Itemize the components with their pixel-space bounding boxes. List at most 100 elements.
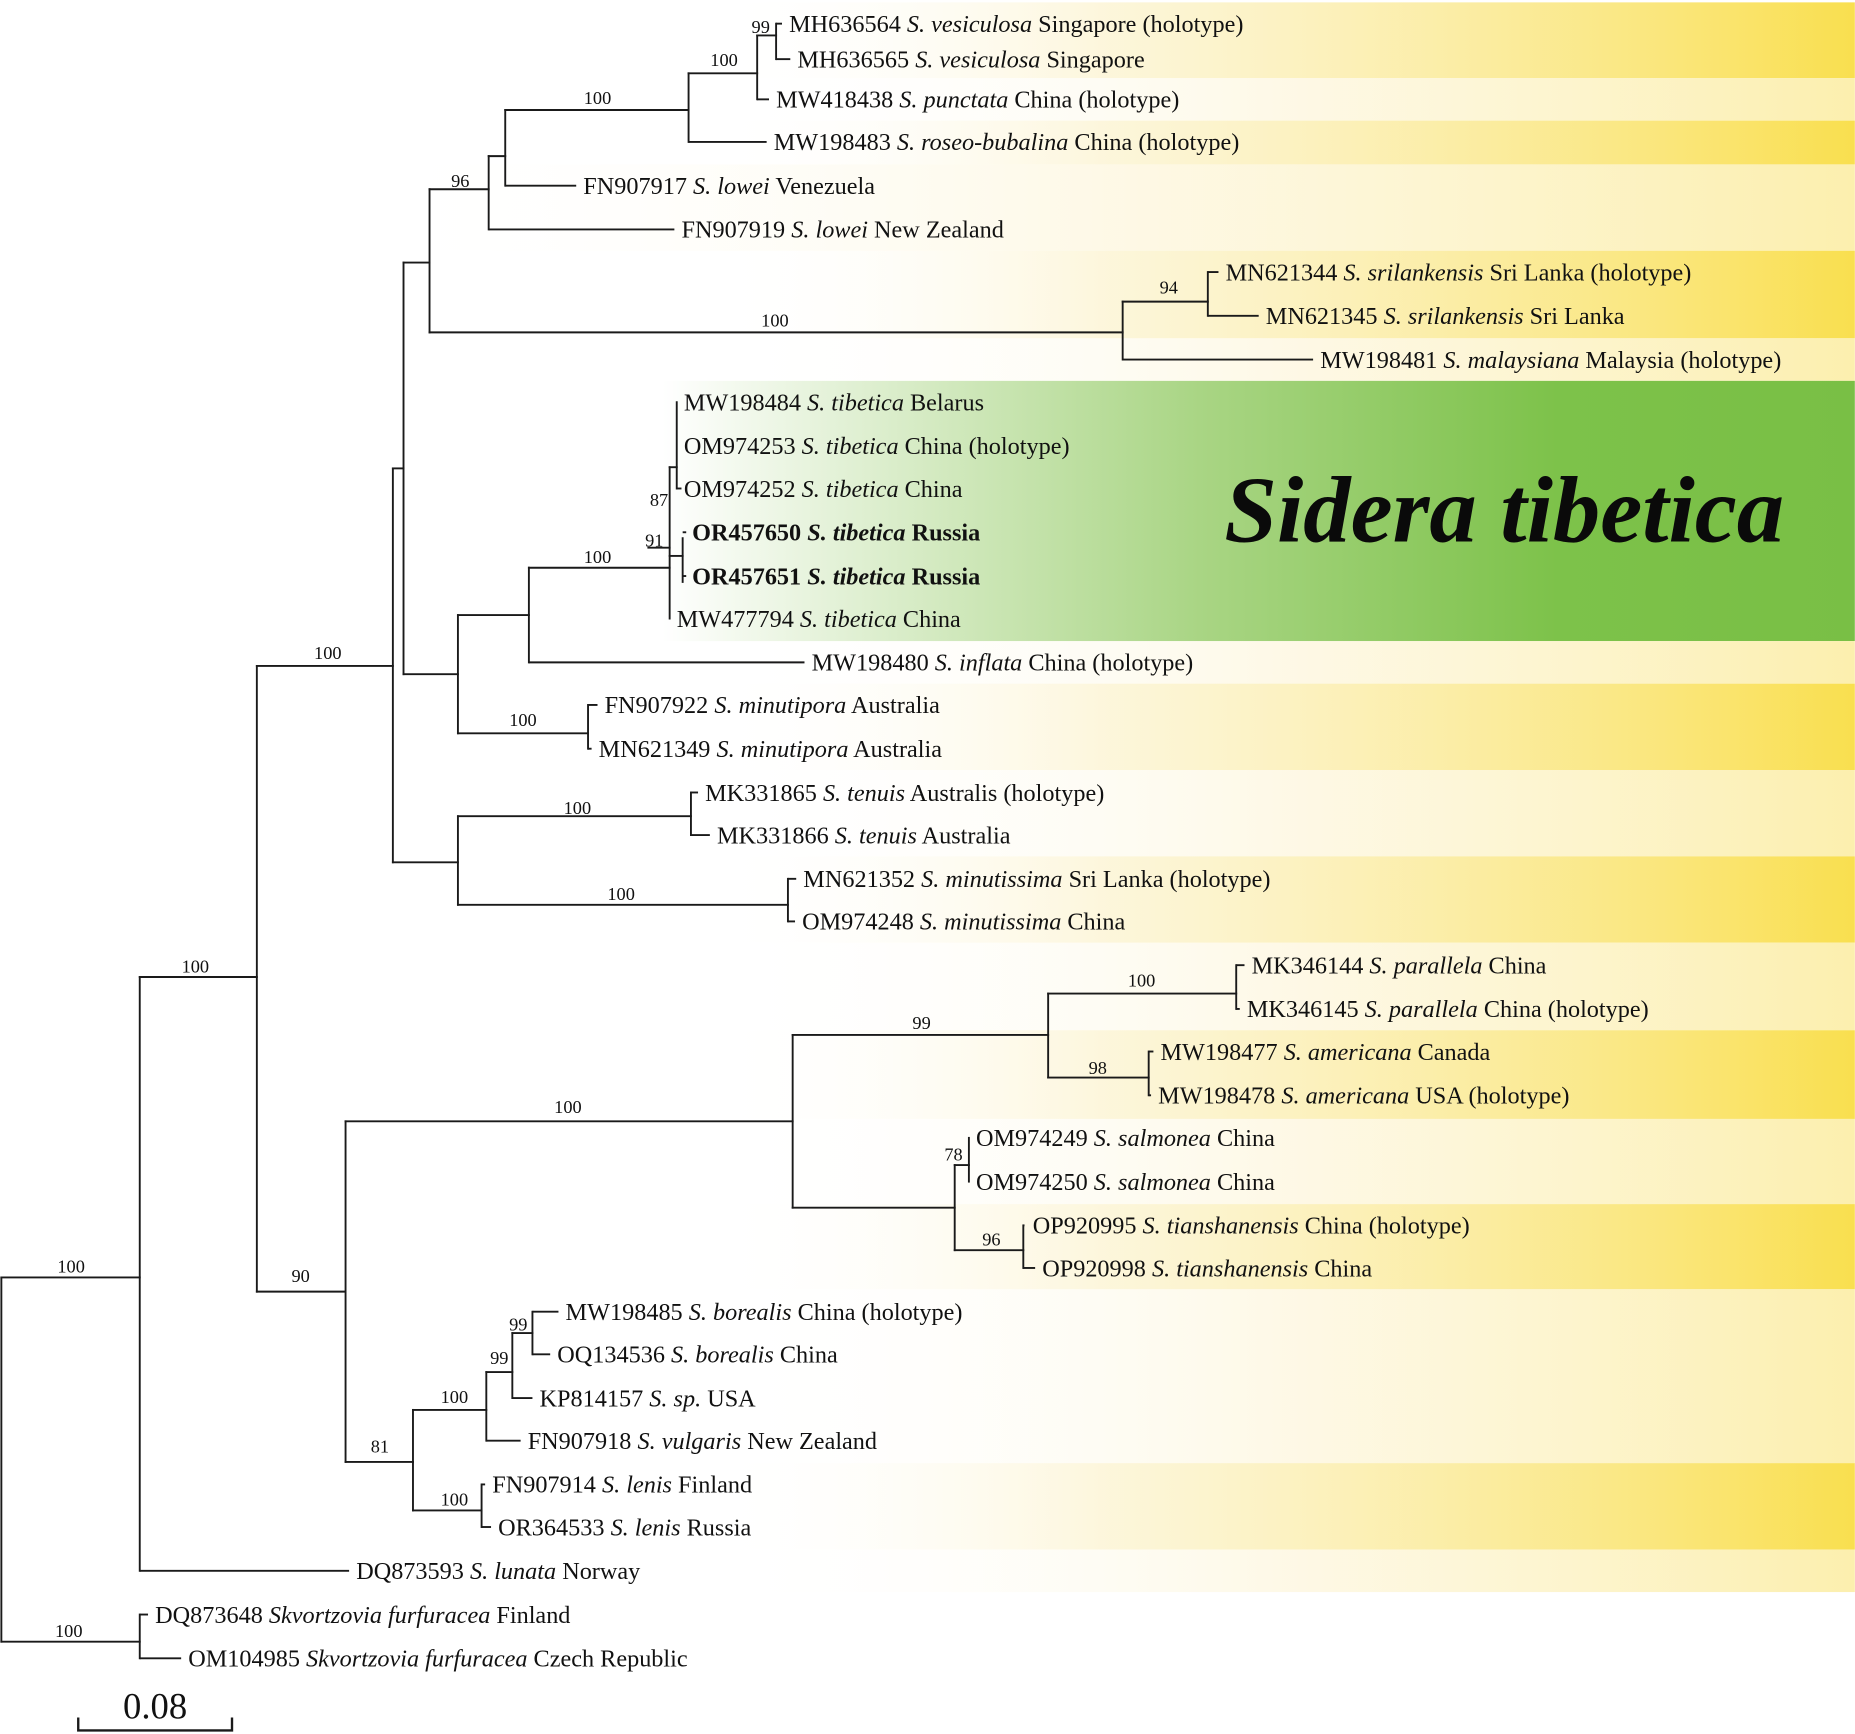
- leaf-species: S. americana: [1284, 1039, 1412, 1066]
- leaf-accession: MH636565: [797, 46, 915, 73]
- leaf-locality: Sri Lanka (holotype): [1483, 259, 1691, 286]
- species-band: [709, 1289, 1855, 1464]
- leaf-locality: Singapore (holotype): [1032, 11, 1243, 38]
- leaf-locality: China (holotype): [899, 433, 1070, 460]
- clade-label-sidera-tibetica: Sidera tibetica: [1224, 459, 1784, 563]
- bootstrap-values: 9910010096100948791100100100100100100100…: [55, 17, 1178, 1641]
- leaf-species: S. salmonea: [1094, 1169, 1211, 1196]
- leaf-locality: Russia: [906, 520, 981, 547]
- leaf-locality: New Zealand: [868, 217, 1004, 244]
- leaf-label: OM974253 S. tibetica China (holotype): [684, 433, 1070, 460]
- leaf-species: S. tibetica: [802, 433, 899, 460]
- leaf-label: MW477794 S. tibetica China: [677, 606, 961, 633]
- bootstrap-value: 98: [1089, 1058, 1107, 1078]
- species-band: [709, 1549, 1855, 1593]
- leaf-species: S. roseo-bubalina: [897, 129, 1068, 156]
- leaf-accession: OP920998: [1042, 1255, 1152, 1282]
- species-band: [709, 942, 1855, 1031]
- leaf-species: S. vesiculosa: [907, 11, 1032, 38]
- bootstrap-value: 100: [182, 956, 210, 976]
- leaf-label: FN907918 S. vulgaris New Zealand: [528, 1428, 877, 1455]
- leaf-label: OM974249 S. salmonea China: [976, 1125, 1275, 1152]
- leaf-label: MW418438 S. punctata China (holotype): [776, 87, 1179, 114]
- leaf-species: S. lowei: [693, 173, 770, 200]
- species-band: [709, 120, 1855, 165]
- leaf-locality: Canada: [1412, 1039, 1491, 1066]
- leaf-labels: MH636564 S. vesiculosa Singapore (holoty…: [139, 11, 1781, 1673]
- leaf-locality: Australia: [848, 736, 942, 763]
- species-band: [709, 250, 1855, 339]
- leaf-accession: MW418438: [776, 87, 899, 114]
- leaf-species: Skvortzovia furfuracea: [306, 1646, 527, 1673]
- clade-highlight-bands: [355, 2, 1855, 1593]
- leaf-label: MN621345 S. srilankensis Sri Lanka: [1266, 303, 1625, 330]
- leaf-species: S. punctata: [899, 87, 1008, 114]
- leaf-species: S. malaysiana: [1443, 347, 1579, 374]
- bootstrap-value: 99: [509, 1315, 527, 1335]
- leaf-label: FN907917 S. lowei Venezuela: [583, 173, 875, 200]
- leaf-accession: MN621349: [599, 736, 717, 763]
- leaf-accession: OQ134536: [557, 1342, 671, 1369]
- leaf-label: OM974248 S. minutissima China: [802, 909, 1125, 936]
- leaf-accession: FN907918: [528, 1428, 638, 1455]
- leaf-locality: Russia: [906, 563, 981, 590]
- leaf-label: MW198480 S. inflata China (holotype): [812, 650, 1194, 677]
- leaf-locality: Australia: [846, 692, 940, 719]
- leaf-label: KP814157 S. sp. USA: [540, 1385, 757, 1412]
- leaf-locality: China (holotype): [1022, 650, 1193, 677]
- leaf-species: S. tenuis: [823, 780, 905, 807]
- leaf-species: S. lunata: [470, 1558, 556, 1585]
- leaf-label: DQ873593 S. lunata Norway: [356, 1558, 641, 1585]
- leaf-label: FN907919 S. lowei New Zealand: [681, 217, 1003, 244]
- leaf-species: S. americana: [1281, 1083, 1409, 1110]
- leaf-accession: OR364533: [498, 1514, 610, 1541]
- leaf-species: S. lenis: [611, 1514, 681, 1541]
- bootstrap-value: 100: [441, 1387, 469, 1407]
- leaf-species: S. lowei: [791, 217, 868, 244]
- leaf-species: S. tianshanensis: [1152, 1255, 1308, 1282]
- leaf-locality: Finland: [490, 1602, 570, 1629]
- leaf-locality: China (holotype): [792, 1299, 963, 1326]
- leaf-locality: China: [1211, 1125, 1275, 1152]
- leaf-label: MW198483 S. roseo-bubalina China (holoty…: [774, 129, 1240, 156]
- scale-bar-label: 0.08: [123, 1686, 187, 1727]
- leaf-label: OM974252 S. tibetica China: [684, 476, 963, 503]
- leaf-locality: Australia: [917, 822, 1011, 849]
- leaf-locality: Malaysia (holotype): [1579, 347, 1781, 374]
- bootstrap-value: 90: [291, 1266, 309, 1286]
- leaf-label: MW198477 S. americana Canada: [1161, 1039, 1491, 1066]
- leaf-accession: FN907914: [492, 1472, 602, 1499]
- species-band: [709, 78, 1855, 121]
- leaf-locality: Norway: [556, 1558, 641, 1585]
- leaf-accession: OR457650: [692, 520, 807, 547]
- bootstrap-value: 100: [57, 1257, 85, 1277]
- leaf-species: S. tibetica: [807, 563, 905, 590]
- leaf-accession: MW477794: [677, 606, 800, 633]
- leaf-locality: China (holotype): [1068, 129, 1239, 156]
- leaf-label: OM104985 Skvortzovia furfuracea Czech Re…: [188, 1646, 688, 1673]
- leaf-species: S. srilankensis: [1384, 303, 1524, 330]
- leaf-label: OP920995 S. tianshanensis China (holotyp…: [1033, 1213, 1470, 1240]
- leaf-label: MW198478 S. americana USA (holotype): [1158, 1083, 1569, 1110]
- species-band: [709, 641, 1855, 684]
- leaf-locality: Venezuela: [770, 173, 875, 200]
- leaf-label: MW198481 S. malaysiana Malaysia (holotyp…: [1320, 347, 1781, 374]
- tree-branches: [0, 22, 1238, 1660]
- leaf-accession: OM974248: [802, 909, 920, 936]
- leaf-accession: MW198485: [566, 1299, 689, 1326]
- leaf-label: OR457650 S. tibetica Russia: [692, 520, 980, 547]
- leaf-locality: China: [774, 1342, 838, 1369]
- leaf-label: MK346145 S. parallela China (holotype): [1247, 996, 1649, 1023]
- leaf-label: OR364533 S. lenis Russia: [498, 1514, 751, 1541]
- species-band: [709, 1030, 1855, 1119]
- leaf-species: S. tianshanensis: [1143, 1213, 1299, 1240]
- leaf-accession: OR457651: [692, 563, 807, 590]
- leaf-locality: China: [897, 606, 961, 633]
- bootstrap-value: 100: [607, 884, 634, 904]
- bootstrap-value: 81: [371, 1436, 389, 1456]
- leaf-species: S. tibetica: [802, 476, 899, 503]
- bootstrap-value: 100: [584, 88, 612, 108]
- bootstrap-value: 100: [564, 798, 592, 818]
- species-band: [709, 1463, 1855, 1550]
- leaf-label: OP920998 S. tianshanensis China: [1042, 1255, 1372, 1282]
